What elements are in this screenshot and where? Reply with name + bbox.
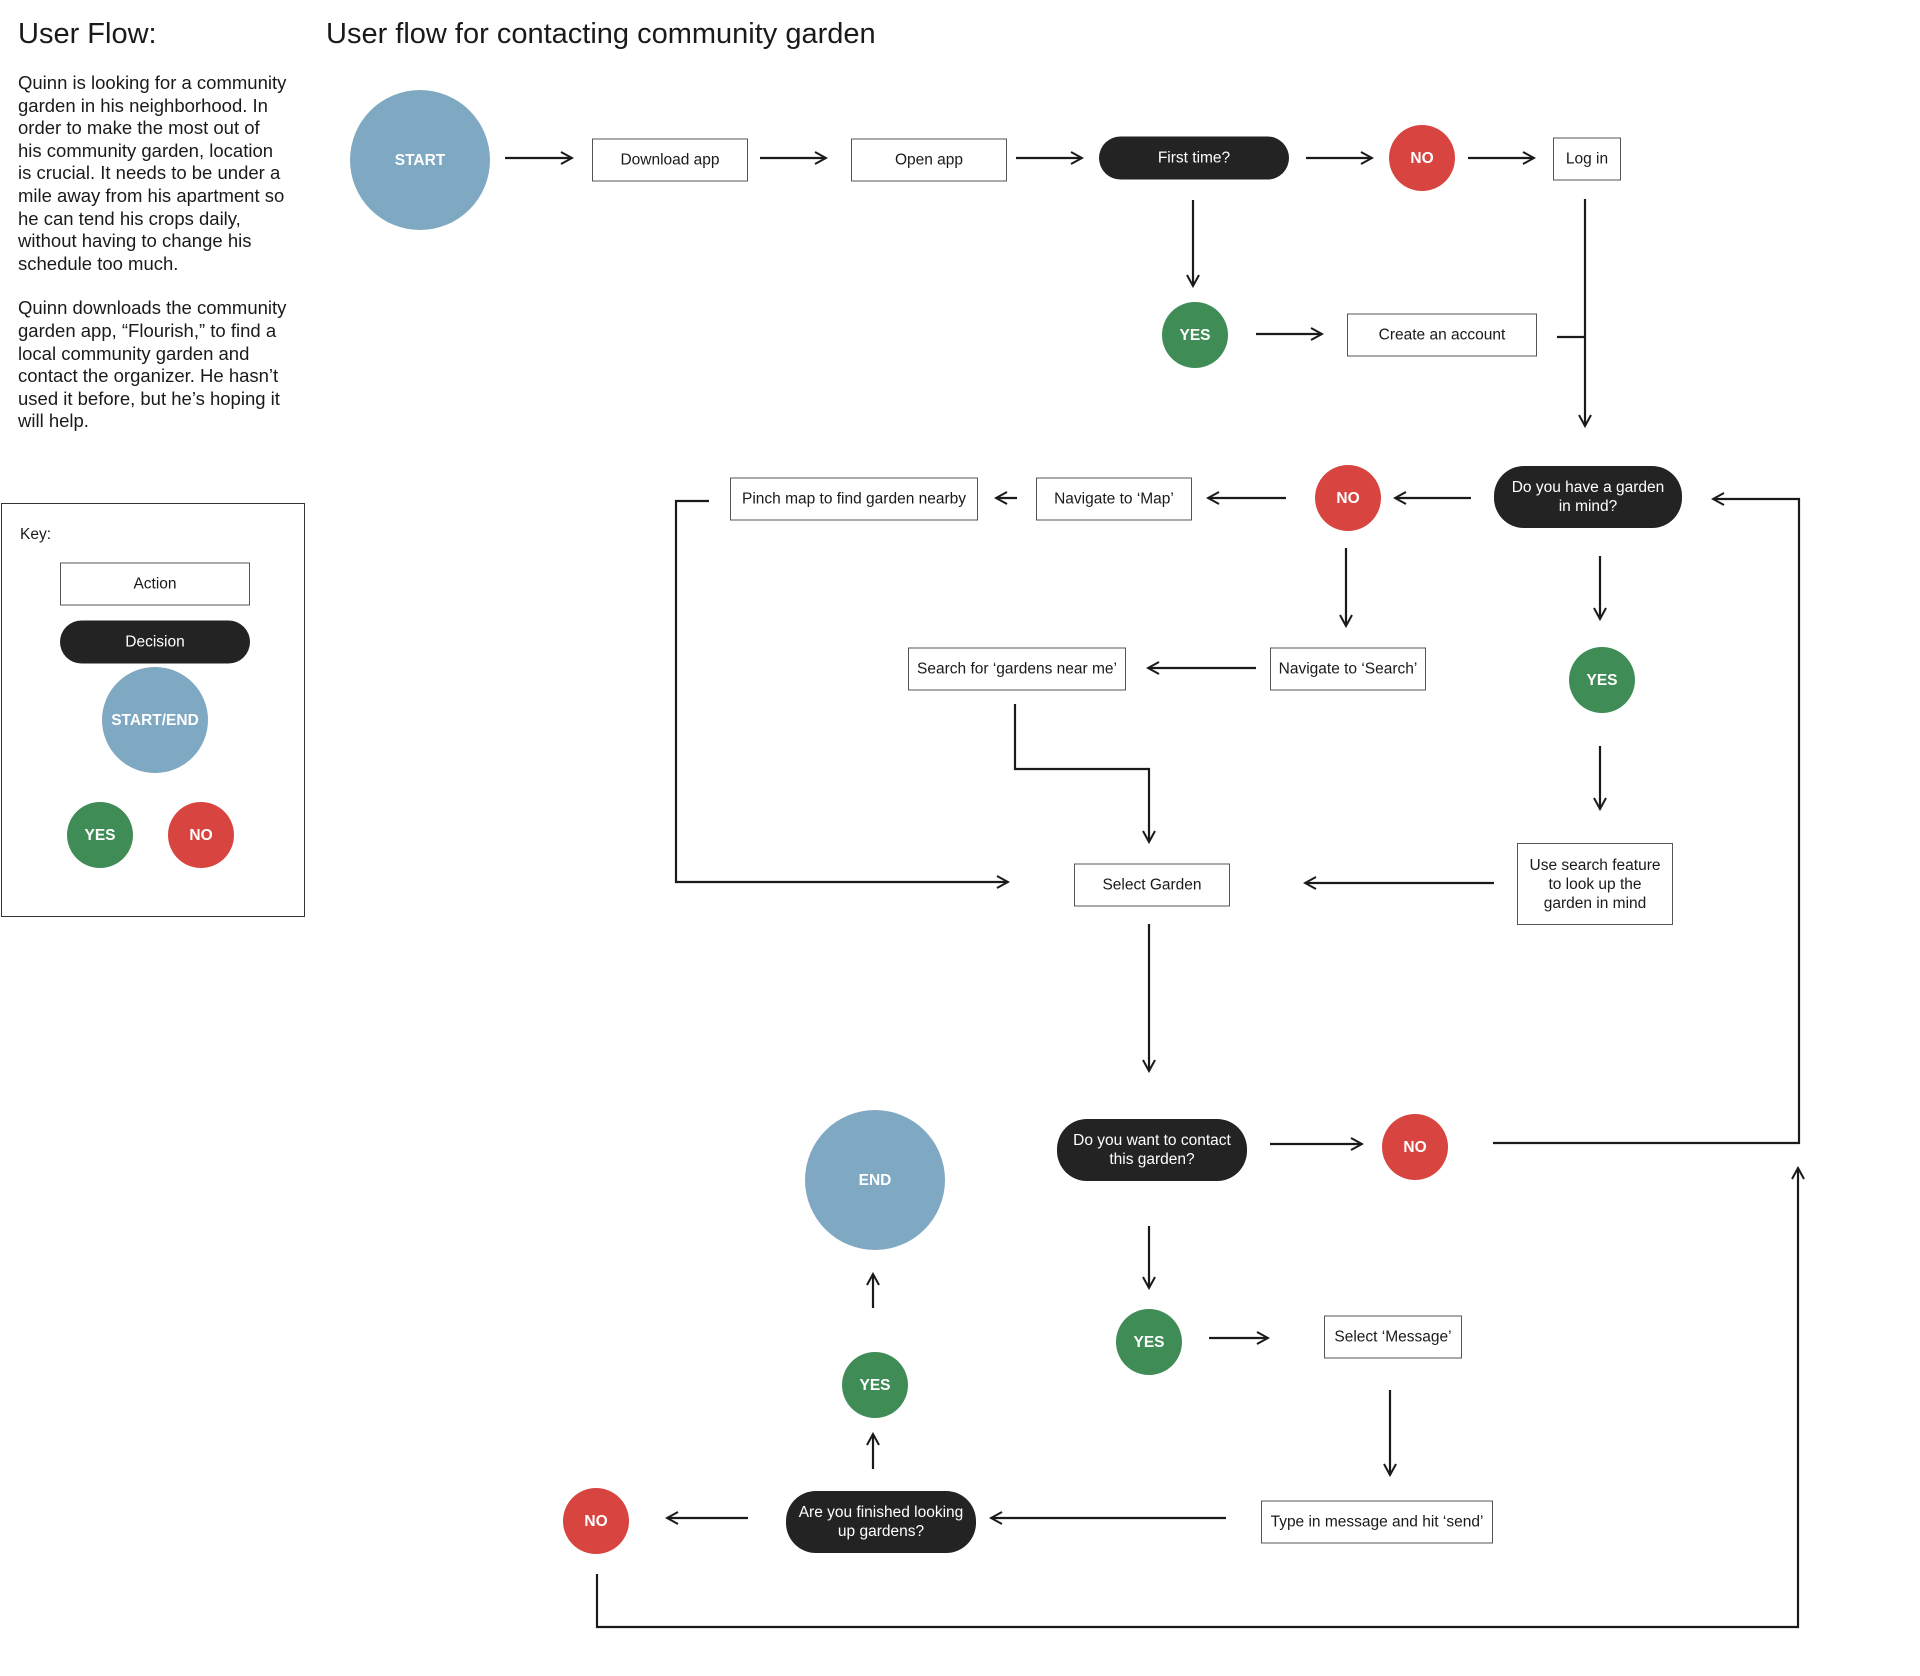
- decision-first-time: First time?: [1099, 136, 1289, 180]
- key-action: Action: [60, 562, 250, 606]
- start-node: START: [350, 90, 490, 230]
- action-type-message: Type in message and hit ‘send’: [1261, 1500, 1493, 1544]
- no-finished: NO: [563, 1488, 629, 1554]
- key-decision: Decision: [60, 620, 250, 664]
- action-select-message: Select ‘Message’: [1324, 1315, 1462, 1359]
- no-have-garden: NO: [1315, 465, 1381, 531]
- flow-title: User flow for contacting community garde…: [326, 18, 876, 50]
- action-navigate-map: Navigate to ‘Map’: [1036, 477, 1192, 521]
- action-log-in: Log in: [1553, 137, 1621, 181]
- story-paragraph-1: Quinn is looking for a community garden …: [18, 72, 287, 274]
- key-yes: YES: [67, 802, 133, 868]
- action-download-app: Download app: [592, 138, 748, 182]
- arrow-pinch-to-select: [674, 499, 1008, 882]
- yes-want-contact: YES: [1116, 1309, 1182, 1375]
- action-select-garden: Select Garden: [1074, 863, 1230, 907]
- no-want-contact: NO: [1382, 1114, 1448, 1180]
- decision-have-garden: Do you have a garden in mind?: [1494, 466, 1682, 528]
- arrow-no-loop-to-contact: [595, 1168, 1798, 1629]
- action-pinch-map: Pinch map to find garden nearby: [730, 477, 978, 521]
- no-first-time: NO: [1389, 125, 1455, 191]
- key-no: NO: [168, 802, 234, 868]
- key-label: Key:: [20, 526, 52, 543]
- action-search-gardens: Search for ‘gardens near me’: [908, 647, 1126, 691]
- yes-have-garden: YES: [1569, 647, 1635, 713]
- decision-finished: Are you finished looking up gardens?: [786, 1491, 976, 1553]
- story-paragraph-2: Quinn downloads the community garden app…: [18, 297, 287, 432]
- decision-want-contact: Do you want to contact this garden?: [1057, 1119, 1247, 1181]
- yes-first-time: YES: [1162, 302, 1228, 368]
- arrow-no-loop-to-garden: [1493, 499, 1801, 1145]
- end-node: END: [805, 1110, 945, 1250]
- sidebar-title: User Flow:: [18, 18, 157, 50]
- yes-finished: YES: [842, 1352, 908, 1418]
- action-open-app: Open app: [851, 138, 1007, 182]
- action-use-search: Use search feature to look up the garden…: [1517, 843, 1673, 925]
- user-story: Quinn is looking for a community garden …: [18, 72, 288, 455]
- action-navigate-search: Navigate to ‘Search’: [1270, 647, 1426, 691]
- arrow-search-to-select: [1013, 704, 1149, 842]
- action-create-account: Create an account: [1347, 313, 1537, 357]
- key-start-end: START/END: [102, 667, 208, 773]
- legend-key: Key: Action Decision START/END YES NO: [1, 503, 305, 917]
